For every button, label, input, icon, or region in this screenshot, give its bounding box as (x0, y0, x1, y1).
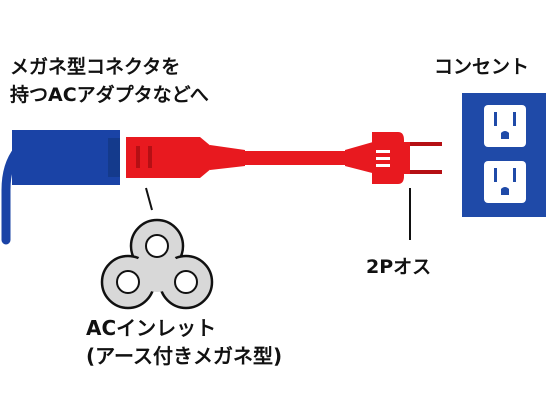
inlet-connector (126, 137, 212, 178)
plug-prong-bottom (410, 170, 442, 174)
ac-adapter (1, 130, 120, 245)
adapter-label-line2: 持つACアダプタなどへ (10, 84, 209, 106)
power-cable (126, 132, 442, 184)
inlet-face-icon (100, 218, 214, 310)
plug-label: 2Pオス (366, 256, 432, 278)
inlet-leader-line (145, 187, 153, 211)
cable-cord (240, 151, 352, 165)
inlet-label-line1: ACインレット (86, 316, 217, 340)
wall-outlet (462, 93, 546, 217)
adapter-body (12, 130, 120, 185)
adapter-label-line1: メガネ型コネクタを (10, 56, 181, 78)
inlet-label-line2: (アース付きメガネ型) (86, 344, 283, 368)
adapter-socket (108, 138, 120, 177)
outlet-label: コンセント (434, 56, 530, 78)
plug-prong-top (410, 142, 442, 146)
